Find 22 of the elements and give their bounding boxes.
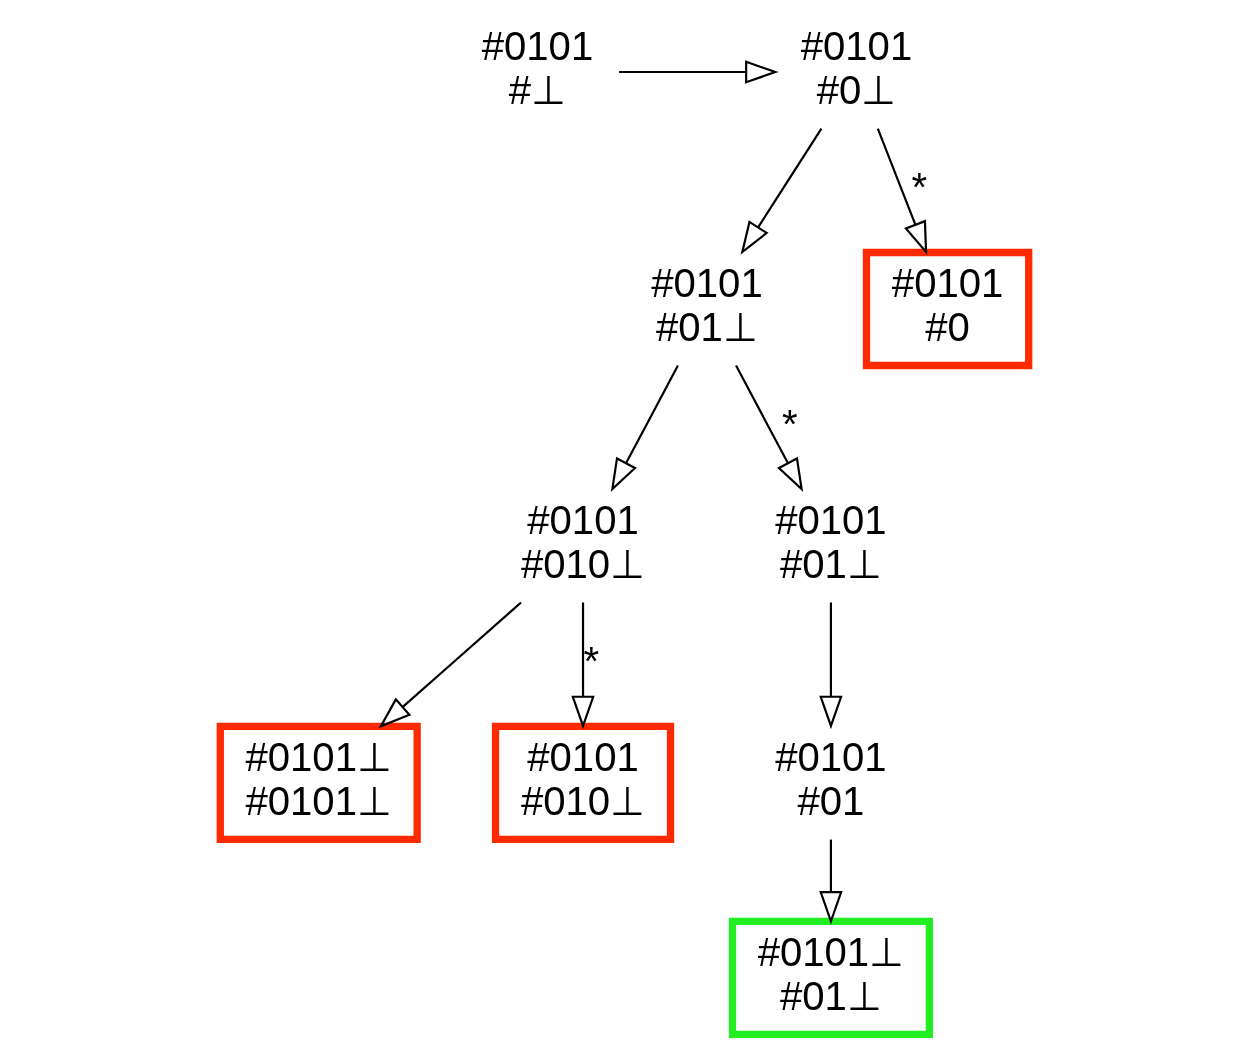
node-box: #0101⊥ #01⊥ [728,917,933,1039]
arrow [740,127,822,255]
arrow [618,60,779,84]
arrow [818,839,843,925]
node-text: #0101 #01⊥ [650,261,763,350]
edge-label: * [582,638,599,683]
arrow [734,365,803,492]
node-text: #0101 #01⊥ [774,498,887,587]
arrow [610,365,679,492]
node-box: #0101⊥ #0101⊥ [216,722,421,844]
node-text: #0101 #010⊥ [520,498,645,587]
arrow [377,601,522,729]
node-text: #0101 #0⊥ [800,24,912,113]
arrow [818,602,843,730]
edge-label: * [911,164,927,209]
arrow [570,602,595,730]
node-box: #0101 #010⊥ [491,722,674,844]
node-text: #0101 #⊥ [481,24,593,113]
edge-label: * [781,401,798,446]
node-text: #0101 #01 [774,735,887,824]
arrow [876,128,927,256]
node-box: #0101 #0 [862,248,1032,370]
